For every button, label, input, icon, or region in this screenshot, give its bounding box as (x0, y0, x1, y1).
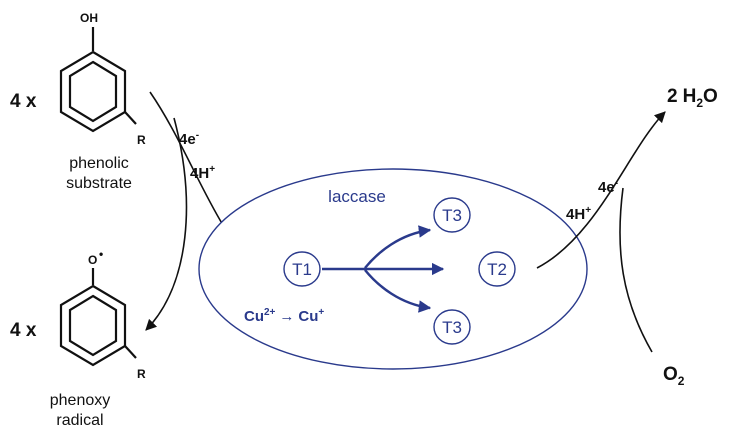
benzene-ring (59, 284, 127, 367)
substrate-coefficient: 4 x (10, 91, 37, 112)
product-name-line1: phenoxy (50, 392, 111, 409)
r-bond (124, 111, 137, 125)
product-coefficient: 4 x (10, 320, 37, 341)
t2-to-water-arrow (536, 111, 666, 269)
product-name-line2: radical (56, 412, 103, 429)
substrate-to-radical-arrow (145, 117, 188, 331)
t1-to-t3-bottom-arrow (364, 269, 432, 313)
t2-site: T2 (478, 251, 516, 287)
t1-site: T1 (283, 251, 321, 287)
r-group-label: R (137, 367, 146, 381)
right-protons-label: 4H+ (566, 205, 591, 223)
benzene-ring (59, 50, 127, 133)
laccase-enzyme: laccase T1 T2 T3 T3 Cu2+→Cu+ (198, 168, 588, 370)
copper-redox-label: Cu2+→Cu+ (244, 307, 324, 325)
t3-top-site: T3 (433, 197, 471, 233)
t3-bottom-label: T3 (442, 318, 462, 337)
phenolic-substrate: 4 x OH R phenolic substrate (10, 11, 146, 192)
substrate-name-line2: substrate (66, 175, 132, 192)
r-bond (124, 345, 137, 359)
hydroxyl-label: OH (80, 11, 98, 25)
substrate-name-line1: phenolic (69, 155, 129, 172)
oxygen-label: O (88, 253, 97, 267)
t3-top-label: T3 (442, 206, 462, 225)
benzene-inner-ring (68, 60, 118, 123)
r-group-label: R (137, 133, 146, 147)
right-electrons-label: 4e- (598, 178, 618, 196)
t1-label: T1 (292, 260, 312, 279)
t2-label: T2 (487, 260, 507, 279)
left-electrons-label: 4e- (179, 130, 199, 148)
phenoxy-radical: 4 x O • R phenoxy radical (10, 247, 146, 429)
oxygen-label: O2 (663, 364, 685, 388)
benzene-inner-ring (68, 294, 118, 357)
radical-dot: • (99, 247, 103, 261)
left-protons-label: 4H+ (190, 164, 215, 182)
laccase-label: laccase (328, 187, 386, 206)
oxygen-input-curve (619, 187, 653, 353)
t3-bottom-site: T3 (433, 309, 471, 345)
t1-to-t3-top-arrow (364, 225, 432, 269)
